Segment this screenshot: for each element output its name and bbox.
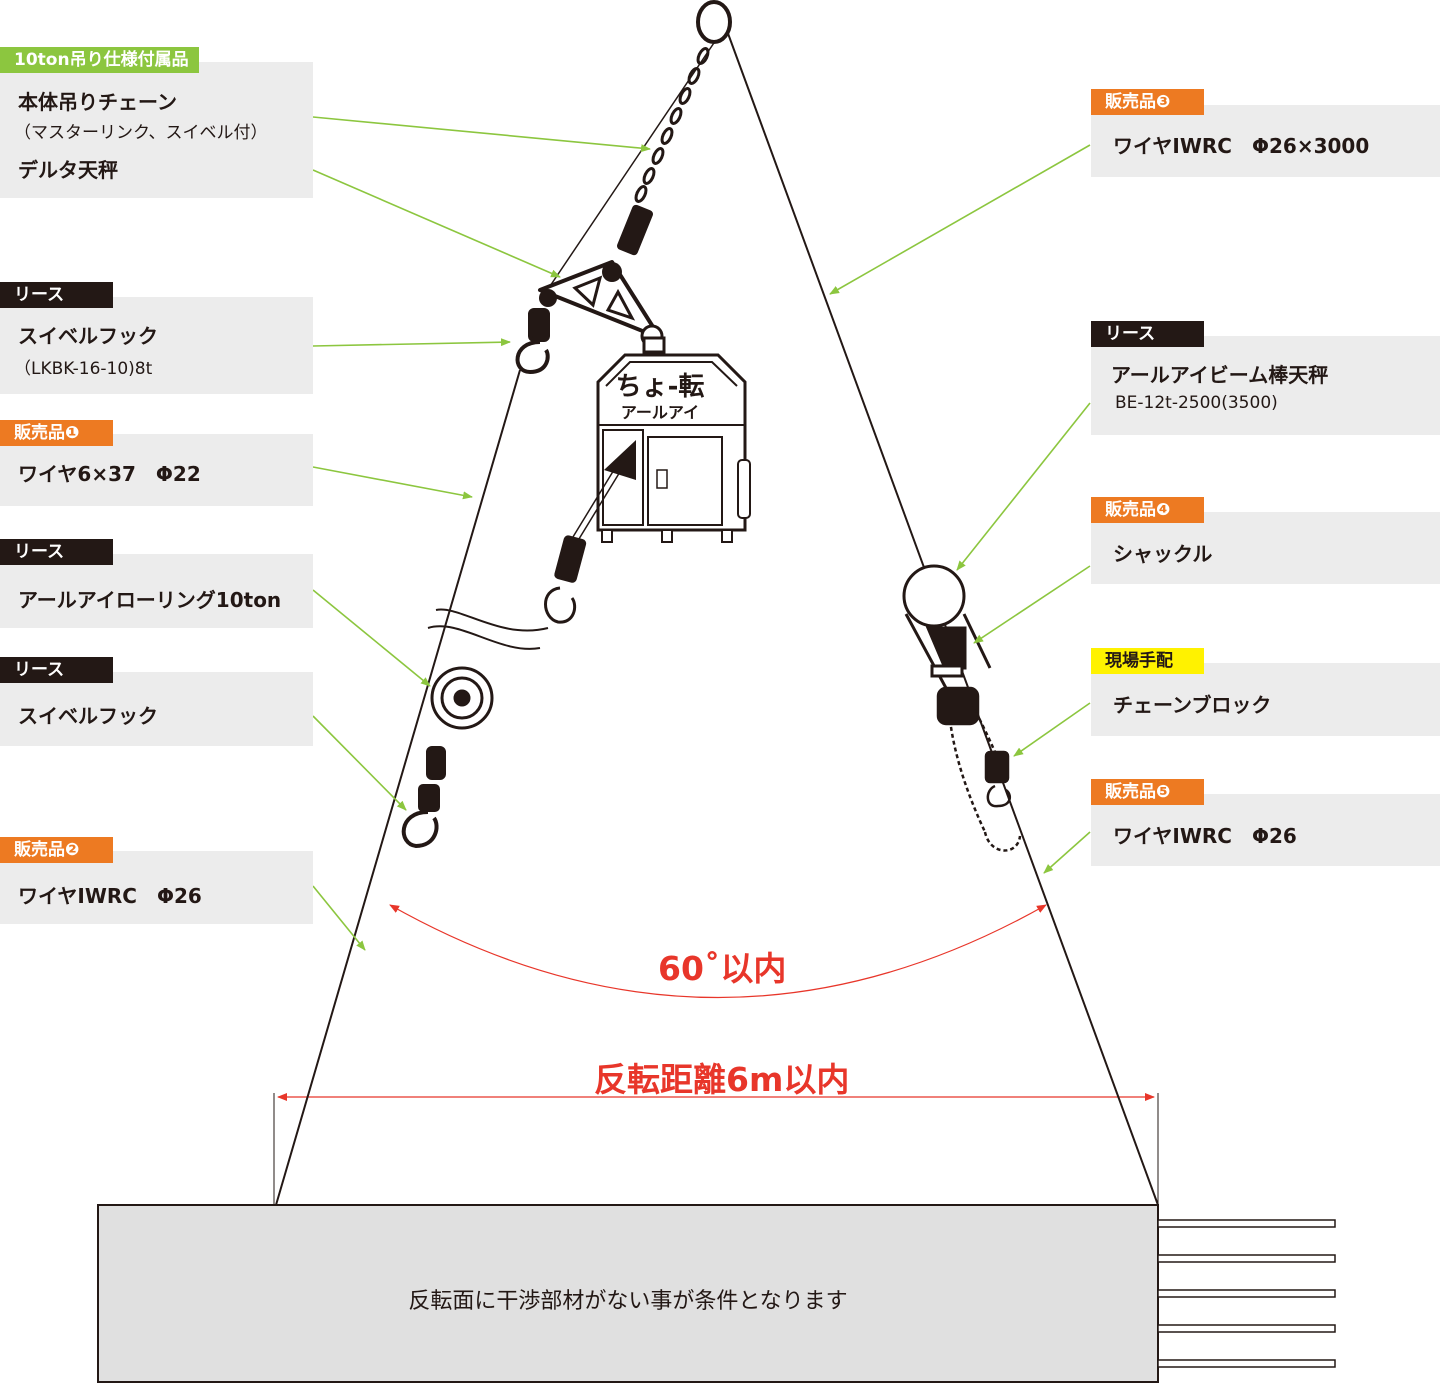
callout-roller-ring-line1: アールアイローリング10ton: [18, 588, 282, 612]
callout-wire-iwrc-3000-line1: ワイヤIWRC Φ26×3000: [1113, 134, 1370, 158]
chain-block: [936, 686, 1022, 852]
callout-accessories-line2: （マスターリンク、スイベル付）: [14, 123, 268, 143]
callout-wire-iwrc-26-left-line1: ワイヤIWRC Φ26: [18, 884, 202, 908]
master-link: [696, 0, 732, 44]
callout-beam-balance-line1: アールアイビーム棒天秤: [1111, 363, 1329, 387]
tag-sale-2: 販売品❷: [0, 837, 113, 863]
rotator-machine: [596, 336, 751, 543]
machine-brand-top: ちょ-転: [616, 372, 705, 402]
callout-swivel-hook: [0, 672, 313, 746]
callout-chain-block-line1: チェーンブロック: [1113, 693, 1272, 717]
swivel-hook-lower: [401, 746, 446, 849]
hanging-chain: [634, 47, 710, 203]
callout-wire-iwrc-3000: [1091, 105, 1440, 177]
callout-swivel-hook-line1: スイベルフック: [18, 704, 158, 728]
callout-shackle-line1: シャックル: [1113, 542, 1213, 566]
callout-wire-iwrc-26-left: [0, 851, 313, 924]
machine-brand-bottom: アールアイ: [621, 403, 699, 422]
callout-beam-balance: [1091, 336, 1440, 435]
callout-swivel-hook-8t-line1: スイベルフック: [18, 324, 158, 348]
tag-site-arranged: 現場手配: [1091, 648, 1204, 674]
tag-lease-4: リース: [1091, 321, 1204, 347]
callout-shackle: [1091, 512, 1440, 584]
tag-lease-1: リース: [0, 282, 113, 308]
callout-beam-balance-line2: BE-12t-2500(3500): [1115, 393, 1278, 413]
delta-balance: [538, 260, 662, 340]
angle-arc: [389, 904, 1047, 998]
roller-ring: [430, 666, 494, 730]
ground-note: 反転面に干渉部材がない事が条件となります: [408, 1289, 848, 1314]
callout-roller-ring: [0, 554, 313, 628]
beam-balance: [902, 564, 992, 689]
tag-lease-2: リース: [0, 539, 113, 565]
distance-label: 反転距離6m以内: [594, 1060, 850, 1099]
wire-left-upper: [541, 27, 725, 299]
protruding-bars: [1157, 1219, 1336, 1368]
shackle: [925, 626, 967, 678]
callout-wire-iwrc-26-right: [1091, 794, 1440, 866]
callout-chain-block: [1091, 663, 1440, 736]
tag-sale-4: 販売品❹: [1091, 497, 1204, 523]
callout-swivel-hook-8t: [0, 297, 313, 394]
tag-sale-3: 販売品❸: [1091, 89, 1204, 115]
callout-accessories: [0, 62, 313, 198]
chain-swivel: [617, 204, 653, 256]
callout-accessories-line1: 本体吊りチェーン: [18, 90, 177, 114]
tag-lease-3: リース: [0, 657, 113, 683]
tag-accessories: 10ton吊り仕様付属品: [0, 47, 199, 73]
callout-wire-22-line1: ワイヤ6×37 Φ22: [18, 462, 201, 486]
callout-wire-iwrc-26-right-line1: ワイヤIWRC Φ26: [1113, 824, 1297, 848]
tag-sale-5: 販売品❺: [1091, 779, 1204, 805]
callout-accessories-line3: デルタ天秤: [18, 158, 118, 182]
load-cutaway: [427, 608, 549, 650]
swivel-hook-top: [515, 308, 550, 375]
callout-swivel-hook-8t-line2: （LKBK-16-10)8t: [14, 359, 153, 379]
wire-left-main: [275, 369, 521, 1206]
tag-sale-1: 販売品❶: [0, 420, 113, 446]
angle-label: 60˚以内: [658, 949, 787, 988]
callout-wire-22: [0, 434, 313, 506]
machine-hook: [544, 535, 587, 624]
ground-slab: [97, 1204, 1159, 1383]
leader-lines: [312, 116, 1091, 951]
